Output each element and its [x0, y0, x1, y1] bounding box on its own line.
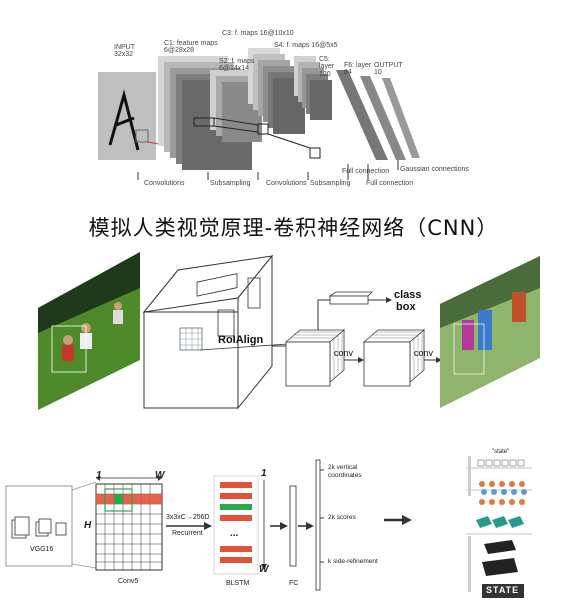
output-label: OUTPUT 10 [374, 62, 403, 77]
vgg16-label: VGG16 [30, 546, 54, 553]
crnn-bottom-text: STATE [486, 585, 520, 595]
op-subsampling-2: Subsampling [310, 180, 351, 187]
conv-label-2: conv [414, 348, 434, 358]
conv-block-1 [284, 329, 346, 387]
page-title: 模拟人类视觉原理-卷积神经网络（CNN） [88, 216, 499, 240]
fc-label: FC [289, 580, 299, 587]
op-full-connection-2: Full connection [366, 180, 414, 187]
conv5-one-label: 1 [96, 470, 102, 481]
blstm-dots: ... [230, 528, 239, 539]
f6-label: F6: layer 84 [344, 62, 372, 77]
conv5-grid [95, 475, 163, 571]
conv-label-1: conv [334, 348, 354, 358]
s4-label: S4: f. maps 16@5x5 [274, 42, 338, 49]
s2-label: S2: f. maps 6@14x14 [219, 58, 255, 73]
blstm-label: BLSTM [226, 580, 250, 587]
class-label: class [394, 289, 422, 301]
lenet-architecture-graphic [98, 48, 420, 180]
blstm-stack [213, 475, 267, 575]
op-full-connection-1: Full connection [342, 168, 390, 175]
op-gaussian-connections: Gaussian connections [400, 166, 469, 173]
input-label: INPUT 32x32 [114, 44, 135, 59]
c3-label: C3: f. maps 16@10x10 [222, 30, 294, 37]
output-photo [440, 256, 540, 408]
arrow-top-label: 3x3xC→256D [166, 514, 210, 521]
blstm-one-label: 1 [261, 468, 267, 479]
conv-block-2 [362, 329, 426, 387]
conv5-label: Conv5 [118, 578, 139, 585]
input-image [98, 72, 156, 160]
output-scores: 2k scores [328, 514, 356, 521]
output-side-refinement: k side-refinement [328, 558, 378, 565]
input-photo [38, 252, 140, 410]
roialign-label: RoIAlign [218, 334, 264, 346]
crnn-schematic [440, 448, 580, 604]
lenet-diagram: INPUT 32x32 C1: feature maps 6@28x28 S2:… [98, 0, 478, 200]
input-letter-a [108, 89, 140, 151]
crnn-top-text: "state" [492, 449, 510, 455]
op-subsampling-1: Subsampling [210, 180, 251, 187]
c5-label: C5: layer 120 [319, 56, 335, 78]
c1-label: C1: feature maps 6@28x28 [164, 40, 218, 55]
ctpn-graphic [5, 448, 580, 604]
conv5-w-label: W [155, 470, 165, 481]
maskrcnn-diagram: RoIAlign conv conv class box [0, 248, 587, 418]
ctpn-diagram: VGG16 Conv5 W 1 H 3x3xC→256D Recurrent 1… [0, 440, 587, 609]
maskrcnn-graphic [38, 252, 540, 410]
op-convolutions-1: Convolutions [144, 180, 185, 187]
blstm-w-label: W [259, 564, 269, 575]
conv5-h-label: H [84, 520, 92, 531]
output-vertical-coordinates: 2k vertical coordinates [328, 464, 362, 480]
box-label: box [396, 301, 416, 313]
op-convolutions-2: Convolutions [266, 180, 307, 187]
arrow-bottom-label: Recurrent [172, 530, 203, 537]
